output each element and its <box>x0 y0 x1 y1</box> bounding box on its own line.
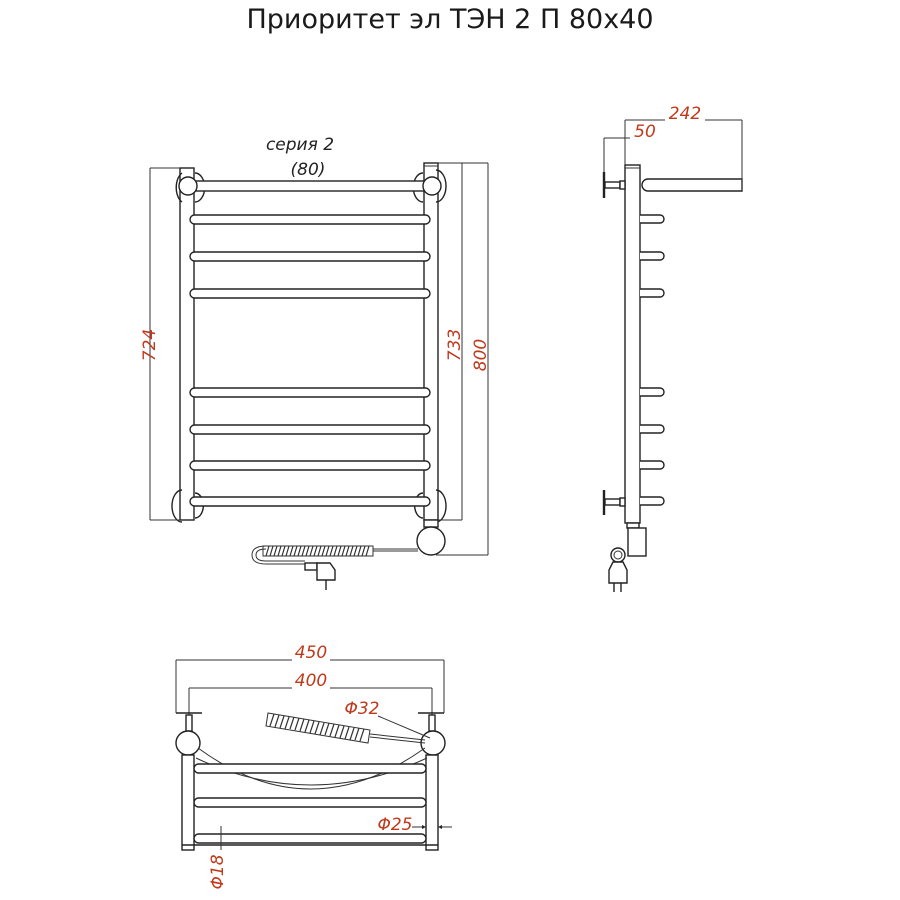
rungs <box>189 214 431 507</box>
front-view: серия 2 (80) <box>140 135 491 590</box>
dim-800: 800 <box>471 339 491 371</box>
left-upright-section <box>175 730 201 756</box>
heater-head <box>416 526 446 556</box>
top-view: 450 400 Φ32 <box>175 643 452 890</box>
dim-400: 400 <box>295 671 327 691</box>
drawing-title: Приоритет эл ТЭН 2 П 80x40 <box>246 4 654 35</box>
series-label: серия 2 <box>266 135 334 155</box>
dim-phi25: Φ25 <box>377 815 412 835</box>
side-upright <box>624 164 641 524</box>
dim-242: 242 <box>669 104 701 124</box>
plug-icon <box>304 562 336 590</box>
top-heater <box>265 712 426 744</box>
top-rung <box>187 180 433 192</box>
heater-collar <box>423 519 439 528</box>
dim-733: 733 <box>445 329 465 361</box>
side-rungs <box>640 214 665 506</box>
wall-mount-bottom <box>602 490 626 515</box>
dim-724: 724 <box>140 329 160 361</box>
dim-50: 50 <box>634 122 656 142</box>
dim-phi32: Φ32 <box>344 699 379 719</box>
dim-phi18: Φ18 <box>208 854 228 889</box>
top-shelf-bar <box>641 178 743 192</box>
side-heater-body <box>627 527 647 557</box>
dim-450: 450 <box>295 643 327 663</box>
series-sub-label: (80) <box>291 160 326 180</box>
cable-coil <box>251 545 374 565</box>
wall-mount-top <box>602 172 626 198</box>
side-plug-icon <box>608 561 628 584</box>
side-view: 242 50 <box>602 104 743 592</box>
